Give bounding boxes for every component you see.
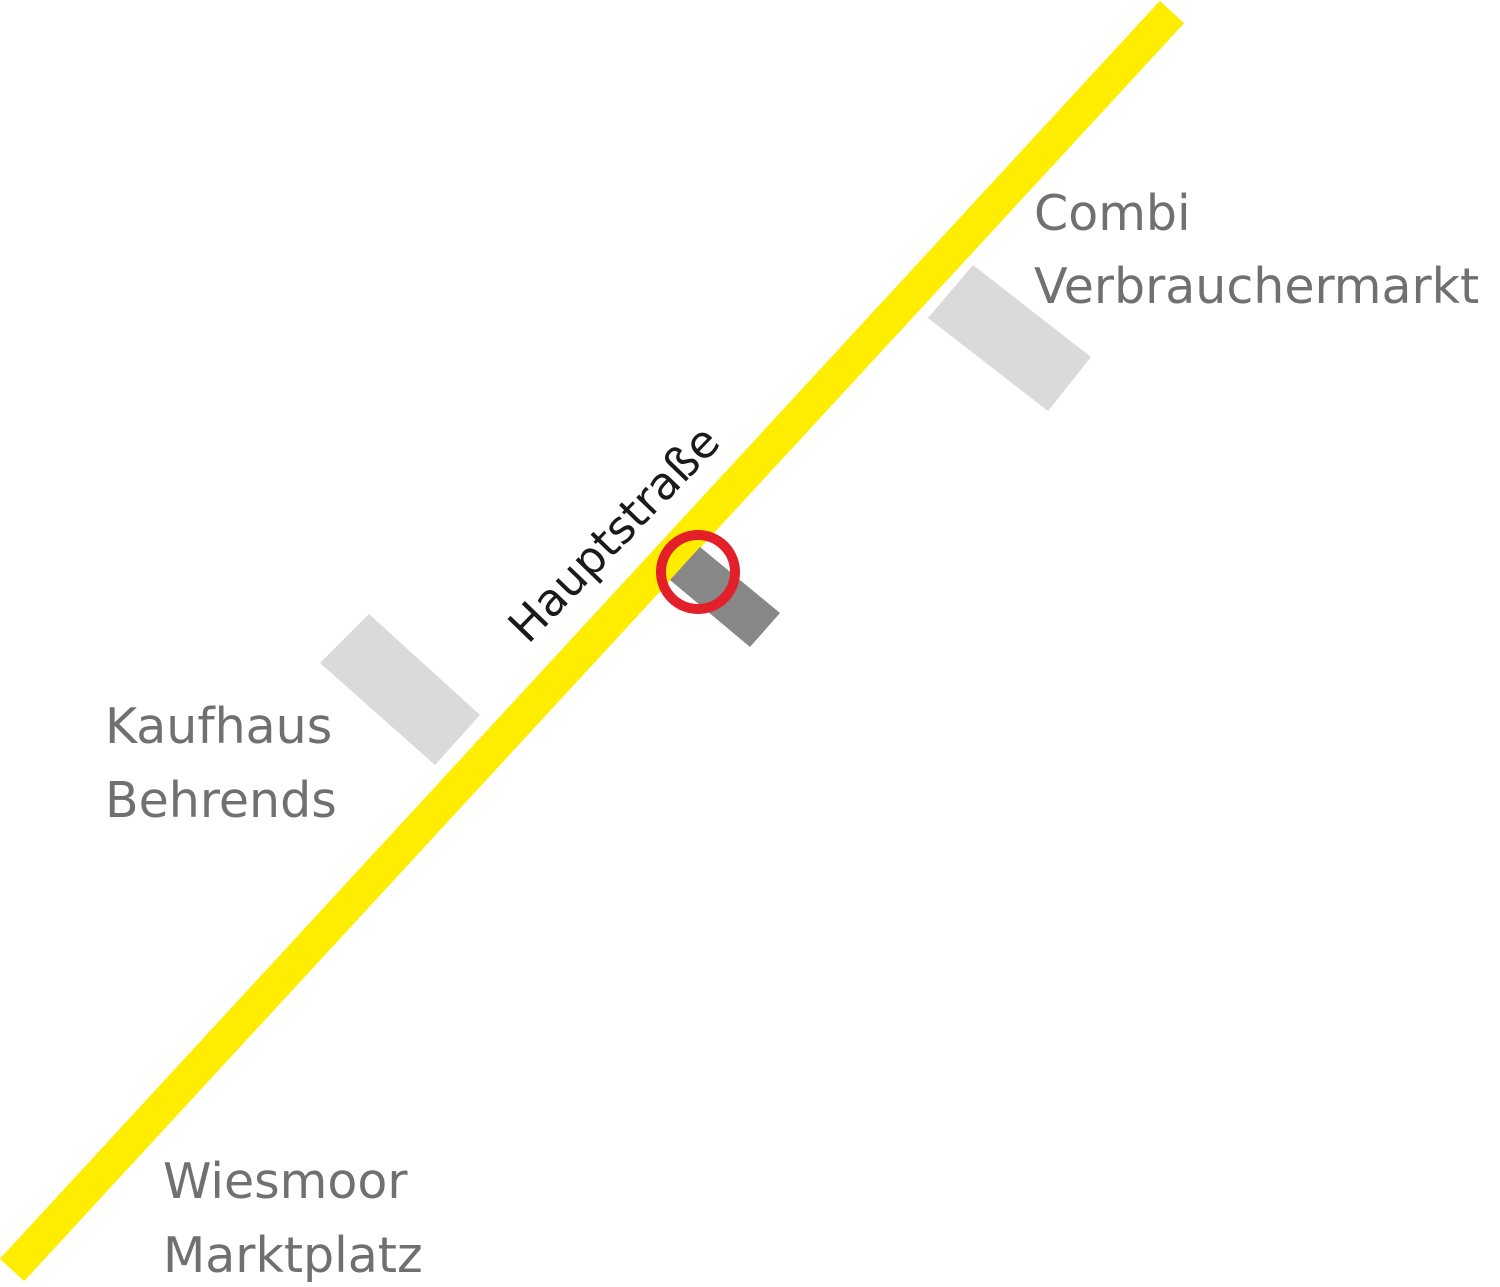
label-wiesmoor-line2: Marktplatz	[163, 1227, 423, 1284]
label-kaufhaus-line2: Behrends	[105, 772, 337, 829]
label-wiesmoor-line1: Wiesmoor	[163, 1153, 408, 1210]
label-combi-line2: Verbrauchermarkt	[1034, 258, 1479, 315]
building-combi	[928, 265, 1091, 411]
building-kaufhaus-behrends	[320, 614, 480, 765]
label-combi-line1: Combi	[1034, 185, 1191, 242]
location-ring-icon[interactable]	[656, 530, 740, 614]
label-kaufhaus-line1: Kaufhaus	[105, 698, 332, 755]
road-hauptstrasse	[0, 0, 1185, 1282]
